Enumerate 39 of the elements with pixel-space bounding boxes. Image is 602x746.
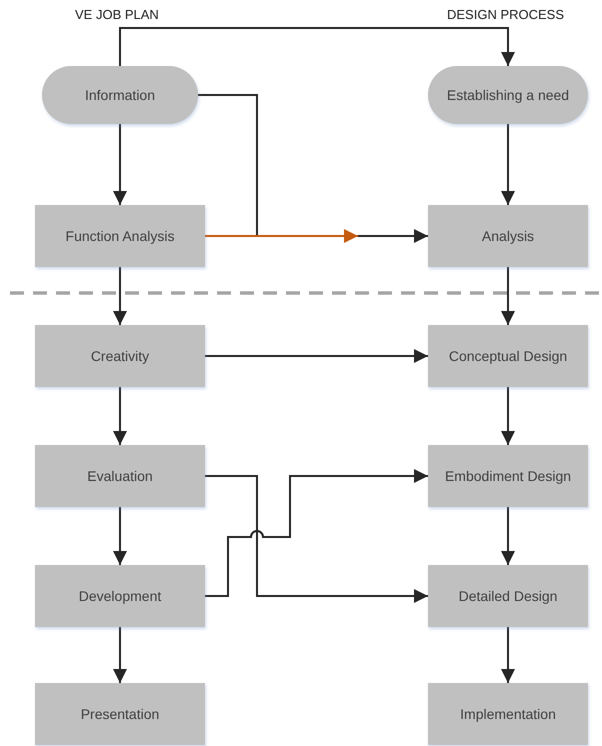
node-label: Establishing a need (446, 87, 570, 103)
arrow (113, 267, 127, 325)
node-label: Embodiment Design (444, 468, 572, 484)
node-label: Analysis (482, 228, 534, 244)
arrow (205, 229, 358, 243)
process-box (428, 205, 588, 267)
process-box (428, 325, 588, 387)
arrow (113, 507, 127, 565)
arrow (113, 124, 127, 205)
node-label: Presentation (80, 706, 160, 722)
terminator-shape (42, 66, 198, 124)
node-label: Creativity (90, 348, 150, 364)
process-box (428, 565, 588, 627)
node-label: Evaluation (87, 468, 153, 484)
node-label: Implementation (460, 706, 556, 722)
arrow (501, 627, 515, 683)
terminator-shape (428, 66, 588, 124)
arrow (205, 349, 428, 363)
node-label: Detailed Design (458, 588, 558, 604)
process-box (35, 565, 205, 627)
column-heading: DESIGN PROCESS (447, 7, 564, 22)
arrow (119, 27, 515, 66)
arrow (501, 387, 515, 445)
node-label: Development (78, 588, 162, 604)
node-label: Conceptual Design (448, 348, 568, 364)
arrow (113, 627, 127, 683)
process-box (428, 683, 588, 745)
node-label: Function Analysis (66, 228, 174, 244)
arrow (501, 267, 515, 325)
process-box (428, 445, 588, 507)
node-label: Information (84, 87, 156, 103)
column-heading: VE JOB PLAN (75, 7, 159, 22)
arrow (501, 124, 515, 205)
arrow (501, 507, 515, 565)
process-box (35, 445, 205, 507)
process-box (35, 325, 205, 387)
process-box (35, 683, 205, 745)
process-box (35, 205, 205, 267)
arrow (113, 387, 127, 445)
